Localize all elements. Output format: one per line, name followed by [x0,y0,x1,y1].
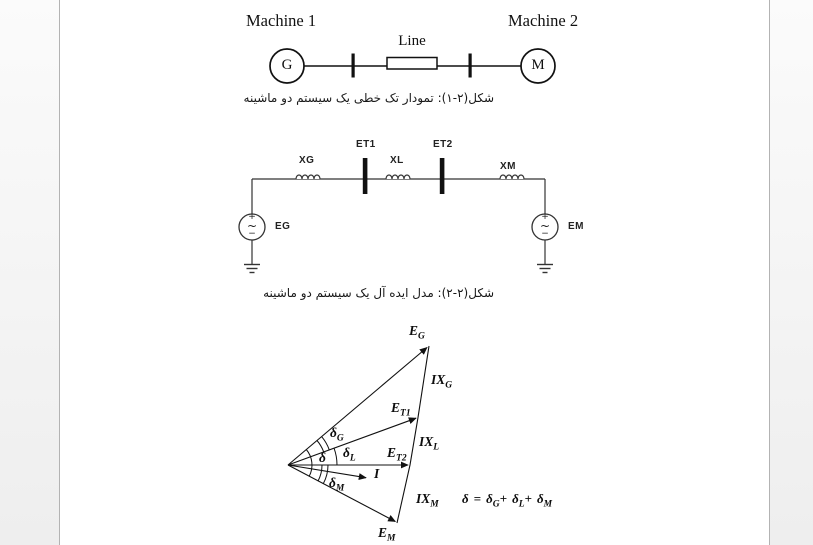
phasor-label-i: I [374,466,379,482]
phasor-diagram [287,345,430,524]
single-line-diagram [269,48,556,84]
equation-term1-sub: G [492,499,500,510]
phasor-label-eg-sub: G [418,331,425,342]
figure1-caption: شکل(۲-۱): تمودار تک خطی یک سیستم دو ماشی… [243,91,494,105]
phasor-label-em: EM [378,525,396,544]
generator-letter: G [281,57,293,73]
phasor-label-et1: ET1 [391,400,411,419]
source-eg-plus-sign: + [248,212,256,222]
equation-term1: δ [486,491,493,506]
arc-delta-g-outer [321,436,330,451]
bus-et1 [362,158,368,194]
phasor-label-em-sub: M [387,533,396,544]
equation-term2: δ [512,491,519,506]
phasor-label-ixm-sub: M [430,499,439,510]
inductor-xl [385,174,411,180]
machine1-label: Machine 1 [246,11,317,30]
angle-label-delta-g: δG [330,425,344,444]
equation-term3-sub: M [543,499,553,510]
source-eg-sine-icon: ~ [246,219,258,233]
vector-et1 [287,417,417,466]
reactance-drop-line [396,345,430,524]
inductor-xg [295,174,321,180]
label-xl: XL [390,155,404,166]
bus-tick-left [351,53,355,78]
ground-symbol-right [537,263,553,274]
equation-lhs: δ [462,491,469,506]
label-et2: ET2 [433,139,453,150]
vector-eg [287,346,428,466]
label-xg: XG [299,155,315,166]
equation-plus1: + [499,491,508,506]
bus-tick-right [468,53,472,78]
phasor-label-eg: EG [409,323,425,342]
vector-em [287,464,397,522]
source-em-minus-sign: − [541,229,549,239]
equation-term3: δ [536,491,544,506]
source-em-plus-sign: + [541,212,549,222]
ground-symbol-left [244,263,260,274]
phasor-label-et2: ET2 [387,445,407,464]
phasor-label-ixm-main: IX [416,491,431,506]
arc-delta-total [305,449,313,477]
equation-plus2: + [524,491,532,506]
motor-circle [520,48,556,84]
angle-label-delta-l-main: δ [343,445,350,460]
phasor-label-ixm: IXM [416,491,439,510]
generator-circle [269,48,305,84]
equation-equals: = [473,491,482,506]
angle-label-delta-g-main: δ [330,425,337,440]
label-xm: XM [500,161,516,172]
label-eg: EG [275,221,291,232]
angle-label-delta-g-sub: G [336,433,344,444]
delta-sum-equation: δ=δG+δL+δM [462,491,553,510]
arc-delta-g-inner [316,440,325,453]
arc-delta-m-inner [317,464,323,482]
angle-label-delta-total: δ [319,450,326,466]
motor-letter: M [531,57,545,73]
phasor-label-et2-sub: T2 [396,453,407,464]
circuit-model [238,158,559,274]
document-page [61,0,768,545]
angle-label-delta-m-sub: M [335,483,345,494]
angle-label-delta-m: δM [329,475,345,494]
arc-delta-l [333,447,338,466]
source-em-sine-icon: ~ [539,219,551,233]
phasor-label-et1-main: E [391,400,401,415]
angle-label-delta-l: δL [343,445,356,464]
label-et1: ET1 [356,139,376,150]
phasor-label-ixg-sub: G [445,380,453,391]
equation-term2-sub: L [518,499,525,510]
machine2-label: Machine 2 [508,11,579,30]
arc-delta-m-outer [322,464,329,485]
phasor-label-et1-sub: T1 [400,408,411,419]
viewer-right-margin [769,0,813,545]
angle-label-delta-m-main: δ [329,475,336,490]
inductor-xm [499,174,525,180]
viewer-left-margin [0,0,60,545]
angle-arcs [305,436,338,485]
line-impedance-box [386,56,438,70]
label-em: EM [568,221,584,232]
phasor-label-ixl-sub: L [433,442,440,453]
phasor-label-et2-main: E [387,445,397,460]
phasor-label-ixl-main: IX [419,434,434,449]
line-label: Line [398,33,426,49]
phasor-label-ixg-main: IX [431,372,446,387]
phasor-label-em-main: E [378,525,388,540]
phasor-label-ixl: IXL [419,434,440,453]
angle-label-delta-total-main: δ [319,450,326,465]
phasor-label-eg-main: E [409,323,419,338]
angle-label-delta-l-sub: L [349,453,356,464]
bus-et2 [439,158,445,194]
source-eg-minus-sign: − [248,229,256,239]
phasor-label-ixg: IXG [431,372,453,391]
phasor-label-i-main: I [374,466,380,481]
figure2-caption: شکل(۲-۲): مدل ایده آل یک سیستم دو ماشینه [263,286,494,300]
